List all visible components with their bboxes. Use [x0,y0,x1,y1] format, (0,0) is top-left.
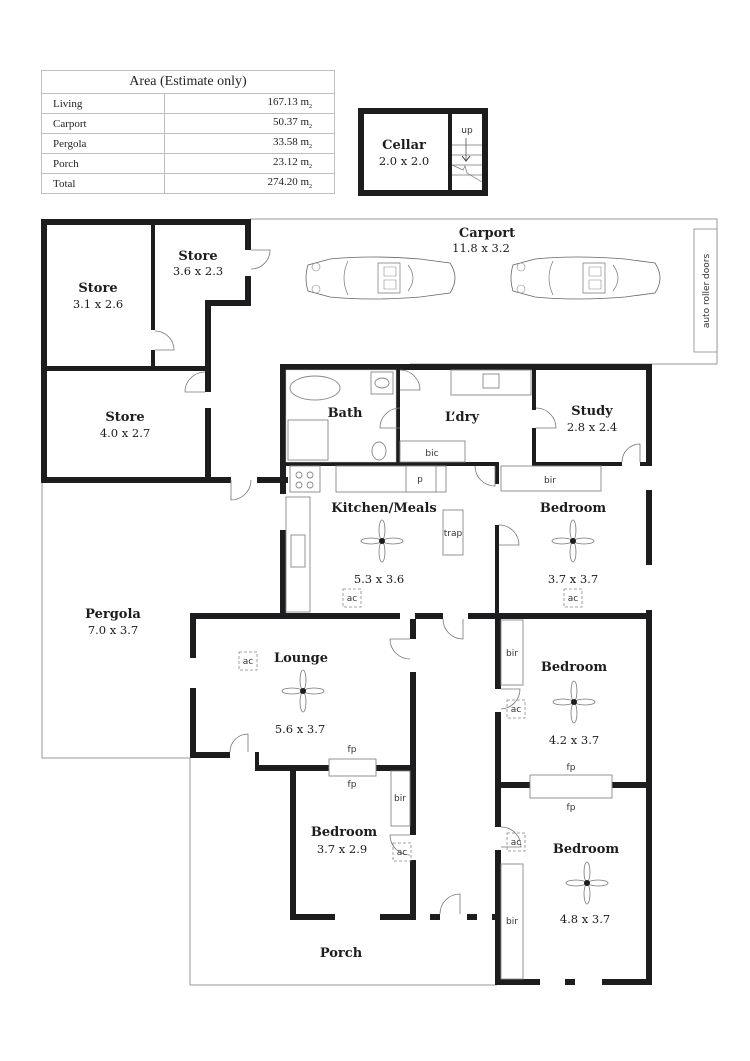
car-icon [510,256,661,300]
svg-text:5.3 x 3.6: 5.3 x 3.6 [354,572,404,586]
toilet-icon [371,441,387,461]
svg-text:fp: fp [567,803,576,813]
svg-text:fp: fp [348,745,357,755]
svg-text:bir: bir [394,794,406,804]
svg-text:fp: fp [348,780,357,790]
svg-text:4.0 x 2.7: 4.0 x 2.7 [100,426,150,440]
fireplace-lounge [328,758,377,777]
laundry-label: L’dry [445,410,479,425]
bathtub-icon [289,375,341,401]
kitchen-label: Kitchen/Meals [331,501,436,516]
ceiling-fan-icon [281,669,325,713]
bedroom4-label: Bedroom [553,842,620,857]
carport: auto roller doors Carport 11.8 x 3.2 [250,218,718,365]
svg-text:bir: bir [544,476,556,486]
svg-text:bic: bic [425,449,438,459]
car-icon [305,256,456,300]
porch-outline [189,758,497,986]
svg-text:3.1 x 2.6: 3.1 x 2.6 [73,297,123,311]
bic-cupboard [399,440,466,463]
carport-dims: 11.8 x 3.2 [452,241,510,255]
pergola-outline [41,480,190,759]
store1-label: Store [78,281,117,296]
ceiling-fan-icon [565,861,609,905]
store-walls [41,219,288,501]
area-table: Area (Estimate only) Living 167.13 m2 Ca… [41,70,336,194]
stair-up-label: up [461,126,473,136]
fireplace-bedroom [529,774,613,799]
svg-text:ac: ac [243,657,254,667]
svg-text:p: p [417,475,423,485]
svg-text:ac: ac [347,594,358,604]
trap-box [442,509,464,556]
ceiling-fan-icon [360,519,404,563]
store2-label: Store [178,249,217,264]
area-row-pergola: Pergola 33.58 m2 [41,133,336,154]
ceiling-fan-icon [551,519,595,563]
bedroom1-label: Bedroom [540,501,607,516]
cooktop-icon [289,465,321,493]
svg-text:2.8 x 2.4: 2.8 x 2.4 [567,420,617,434]
ceiling-fan-icon [552,680,596,724]
bir-cupboard [500,465,602,492]
svg-text:4.8 x 3.7: 4.8 x 3.7 [560,912,610,926]
pantry [405,465,437,493]
area-row-porch: Porch 23.12 m2 [41,153,336,174]
svg-text:5.6 x 3.7: 5.6 x 3.7 [275,722,325,736]
svg-text:ac: ac [568,594,579,604]
svg-text:bir: bir [506,917,518,927]
svg-text:bir: bir [506,649,518,659]
bedroom3-label: Bedroom [311,825,378,840]
area-row-total: Total 274.20 m2 [41,173,336,194]
store3-label: Store [105,410,144,425]
sink-icon [290,534,306,568]
area-table-title: Area (Estimate only) [41,70,335,94]
svg-text:3.7 x 2.9: 3.7 x 2.9 [317,842,367,856]
fixtures: bic p trap bir bir bir bir fp fp fp fp [285,369,613,980]
porch-label: Porch [320,946,363,961]
bedroom2-label: Bedroom [541,660,608,675]
pergola-label: Pergola [85,607,141,622]
svg-text:ac: ac [397,848,408,858]
svg-text:fp: fp [567,763,576,773]
laundry-tub-icon [450,369,532,396]
svg-text:ac: ac [511,838,522,848]
shower-icon [287,419,329,461]
svg-text:7.0 x 3.7: 7.0 x 3.7 [88,623,138,637]
auto-roller-doors-label: auto roller doors [702,254,712,329]
study-label: Study [571,404,613,419]
cellar: up Cellar 2.0 x 2.0 [358,108,488,196]
svg-text:trap: trap [444,529,463,539]
cellar-dims: 2.0 x 2.0 [379,154,429,168]
carport-label: Carport [459,226,515,241]
svg-text:3.6 x 2.3: 3.6 x 2.3 [173,264,223,278]
svg-text:3.7 x 3.7: 3.7 x 3.7 [548,572,598,586]
room-labels: Store 3.1 x 2.6 Store 3.6 x 2.3 Store 4.… [73,249,620,961]
lounge-label: Lounge [274,651,328,666]
ac-units: ac ac ac ac ac ac [238,588,583,862]
bath-label: Bath [328,406,363,421]
area-row-living: Living 167.13 m2 [41,93,336,114]
cellar-label: Cellar [382,138,426,153]
svg-text:ac: ac [511,705,522,715]
svg-text:4.2 x 3.7: 4.2 x 3.7 [549,733,599,747]
